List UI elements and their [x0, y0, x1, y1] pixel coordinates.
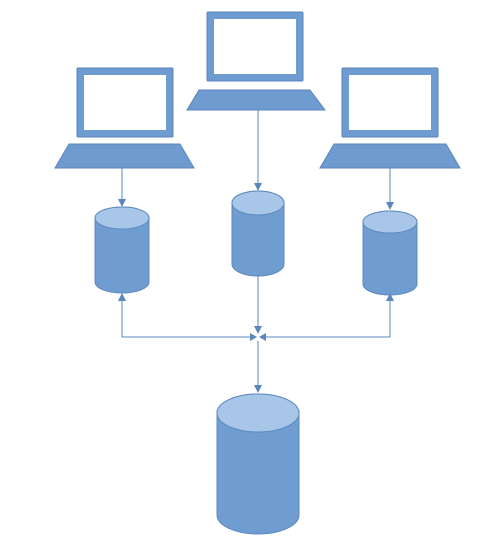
db-main-top — [216, 393, 300, 433]
db-main-icon — [216, 393, 300, 535]
db-left-icon — [94, 206, 150, 294]
db-right-icon — [362, 210, 418, 296]
laptop-center-screen — [214, 19, 296, 74]
db-right-top — [362, 210, 418, 234]
laptop-right-screen — [349, 75, 431, 130]
laptop-right-icon — [319, 67, 461, 169]
laptop-center-icon — [186, 11, 326, 111]
connectors — [118, 109, 394, 393]
db-center-top — [231, 190, 285, 216]
laptop-left-screen — [84, 75, 166, 130]
db-left-top — [94, 206, 150, 230]
junction-left-arrowhead — [250, 333, 257, 341]
laptop-center-base — [186, 89, 326, 111]
laptop-right-base — [319, 143, 461, 169]
db-center-icon — [231, 190, 285, 277]
junction-right-arrowhead — [259, 333, 266, 341]
connector-junction-to-left-db — [118, 293, 256, 338]
laptop-left-icon — [54, 67, 195, 169]
connector-junction-to-right-db — [260, 293, 394, 338]
laptop-left-base — [54, 143, 195, 169]
